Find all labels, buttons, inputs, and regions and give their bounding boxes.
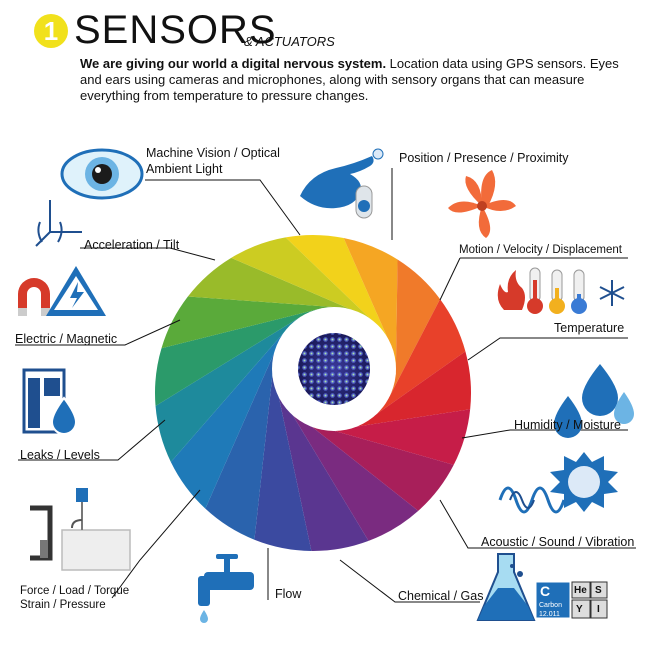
label-acoustic: Acoustic / Sound / Vibration: [481, 535, 635, 549]
water-drops-icon: [554, 364, 634, 438]
leader-lines: [15, 168, 636, 603]
intro-text: Location data using GPS sensors. Eyes an…: [80, 56, 619, 103]
page-title: SENSORS: [74, 8, 277, 52]
page-subtitle: & ACTUATORS: [244, 34, 335, 49]
wheel-segment: [231, 237, 383, 331]
wheel-segment: [292, 415, 419, 541]
label-position: Position / Presence / Proximity: [399, 151, 569, 165]
wheel-segment: [312, 427, 454, 511]
eye-icon: [60, 148, 144, 200]
toggle-switch-icon: [355, 185, 373, 219]
element-s: S: [595, 585, 602, 596]
label-strain: Strain / Pressure: [20, 599, 106, 611]
element-he: He: [574, 585, 587, 596]
wheel-segment: [278, 397, 369, 552]
label-flow: Flow: [275, 587, 302, 601]
label-electric: Electric / Magnetic: [15, 332, 118, 346]
label-chemical: Chemical / Gas: [398, 589, 484, 603]
element-c-name: Carbon: [539, 602, 562, 609]
label-humidity: Humidity / Moisture: [514, 418, 621, 432]
section-number-badge: 1: [34, 14, 68, 48]
flask-icon: [476, 553, 536, 621]
faucet-icon: [198, 554, 254, 623]
wheel-segment: [334, 409, 471, 465]
label-ambient-light: Ambient Light: [146, 162, 223, 176]
element-c-mass: 12.011: [539, 611, 560, 618]
high-voltage-warning-icon: [46, 266, 106, 316]
magnet-icon: [18, 278, 50, 316]
pointing-hand-icon: [300, 148, 384, 209]
thermometer-cold-icon: [571, 269, 587, 314]
thermometer-hot-icon: [527, 267, 543, 314]
wheel-segment: [376, 299, 466, 415]
label-force: Force / Load / Torque: [20, 585, 130, 597]
element-c-symbol: C: [540, 583, 551, 599]
wheel-segment: [357, 351, 471, 427]
thermometer-warm-icon: [549, 269, 565, 314]
wheel-segment: [154, 308, 322, 406]
label-machine-vision: Machine Vision / Optical: [146, 146, 280, 160]
wheel-segment: [170, 332, 285, 509]
wheel-segment: [187, 257, 366, 316]
wheel-segment: [205, 352, 275, 540]
axes-icon: [35, 200, 82, 247]
wheel-segment: [285, 235, 394, 352]
wheel-segment: [343, 237, 398, 374]
element-i: I: [597, 604, 600, 615]
intro-bold: We are giving our world a digital nervou…: [80, 56, 387, 71]
explosion-icon: [550, 452, 618, 512]
label-temperature: Temperature: [554, 321, 625, 335]
flame-icon: [497, 270, 525, 310]
label-leaks: Leaks / Levels: [20, 448, 100, 462]
wheel-segment: [254, 375, 312, 551]
periodic-table-icon: [535, 581, 608, 619]
fan-icon: [448, 170, 516, 238]
wheel-segment: [155, 316, 301, 462]
snowflake-icon: [599, 280, 625, 306]
element-y: Y: [576, 604, 583, 615]
label-acceleration: Acceleration / Tilt: [84, 238, 180, 252]
wheel-segment: [161, 296, 345, 349]
wheel-segment: [389, 259, 441, 396]
sound-wave-icon: [498, 486, 566, 514]
intro-paragraph: We are giving our world a digital nervou…: [80, 56, 640, 104]
tank-level-icon: [22, 368, 78, 435]
section-number: 1: [43, 15, 59, 46]
clamp-force-icon: [30, 488, 131, 571]
label-motion: Motion / Velocity / Displacement: [459, 244, 622, 256]
